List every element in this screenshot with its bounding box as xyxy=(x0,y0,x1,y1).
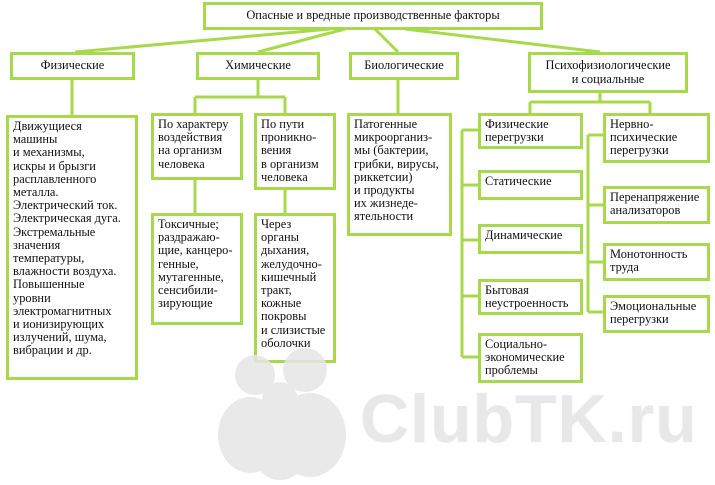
category-chemical: Химические xyxy=(196,52,320,80)
people-logo-icon xyxy=(218,348,346,480)
chemical-path-items: Через органы дыхания, желудочно- кишечны… xyxy=(254,213,336,363)
category-physical: Физические xyxy=(10,52,135,80)
physical-details: Движущиеся машины и механизмы, искры и б… xyxy=(6,115,138,380)
category-psycho-social: Психофизиологические и социальные xyxy=(528,52,688,93)
diagram-title: Опасные и вредные производственные факто… xyxy=(203,2,543,30)
chemical-action-items: Токсичные; раздражаю- щие, канцеро- генн… xyxy=(151,213,243,325)
watermark: ClubTK.ru xyxy=(210,340,710,480)
physical-overload: Физические перегрузки xyxy=(478,113,583,149)
biological-details: Патогенные микроорганиз- мы (бактерии, г… xyxy=(347,113,452,236)
watermark-text: ClubTK.ru xyxy=(360,381,698,457)
static-load: Статические xyxy=(478,170,583,200)
chemical-by-action: По характеру воздействия на организм чел… xyxy=(151,113,243,180)
chemical-by-path: По пути проникно- вения в организм челов… xyxy=(254,113,336,190)
household-disorder: Бытовая неустроенность xyxy=(478,279,583,315)
dynamic-load: Динамические xyxy=(478,224,583,254)
work-monotony: Монотонность труда xyxy=(603,243,710,281)
socio-economic-problems: Социально- экономические проблемы xyxy=(478,333,583,383)
analyzer-overstrain: Перенапряжение анализаторов xyxy=(603,186,710,224)
category-biological: Биологические xyxy=(349,52,459,80)
emotional-overload: Эмоциональные перегрузки xyxy=(603,295,710,333)
neuro-psychic-overload: Нервно- психические перегрузки xyxy=(603,113,710,163)
